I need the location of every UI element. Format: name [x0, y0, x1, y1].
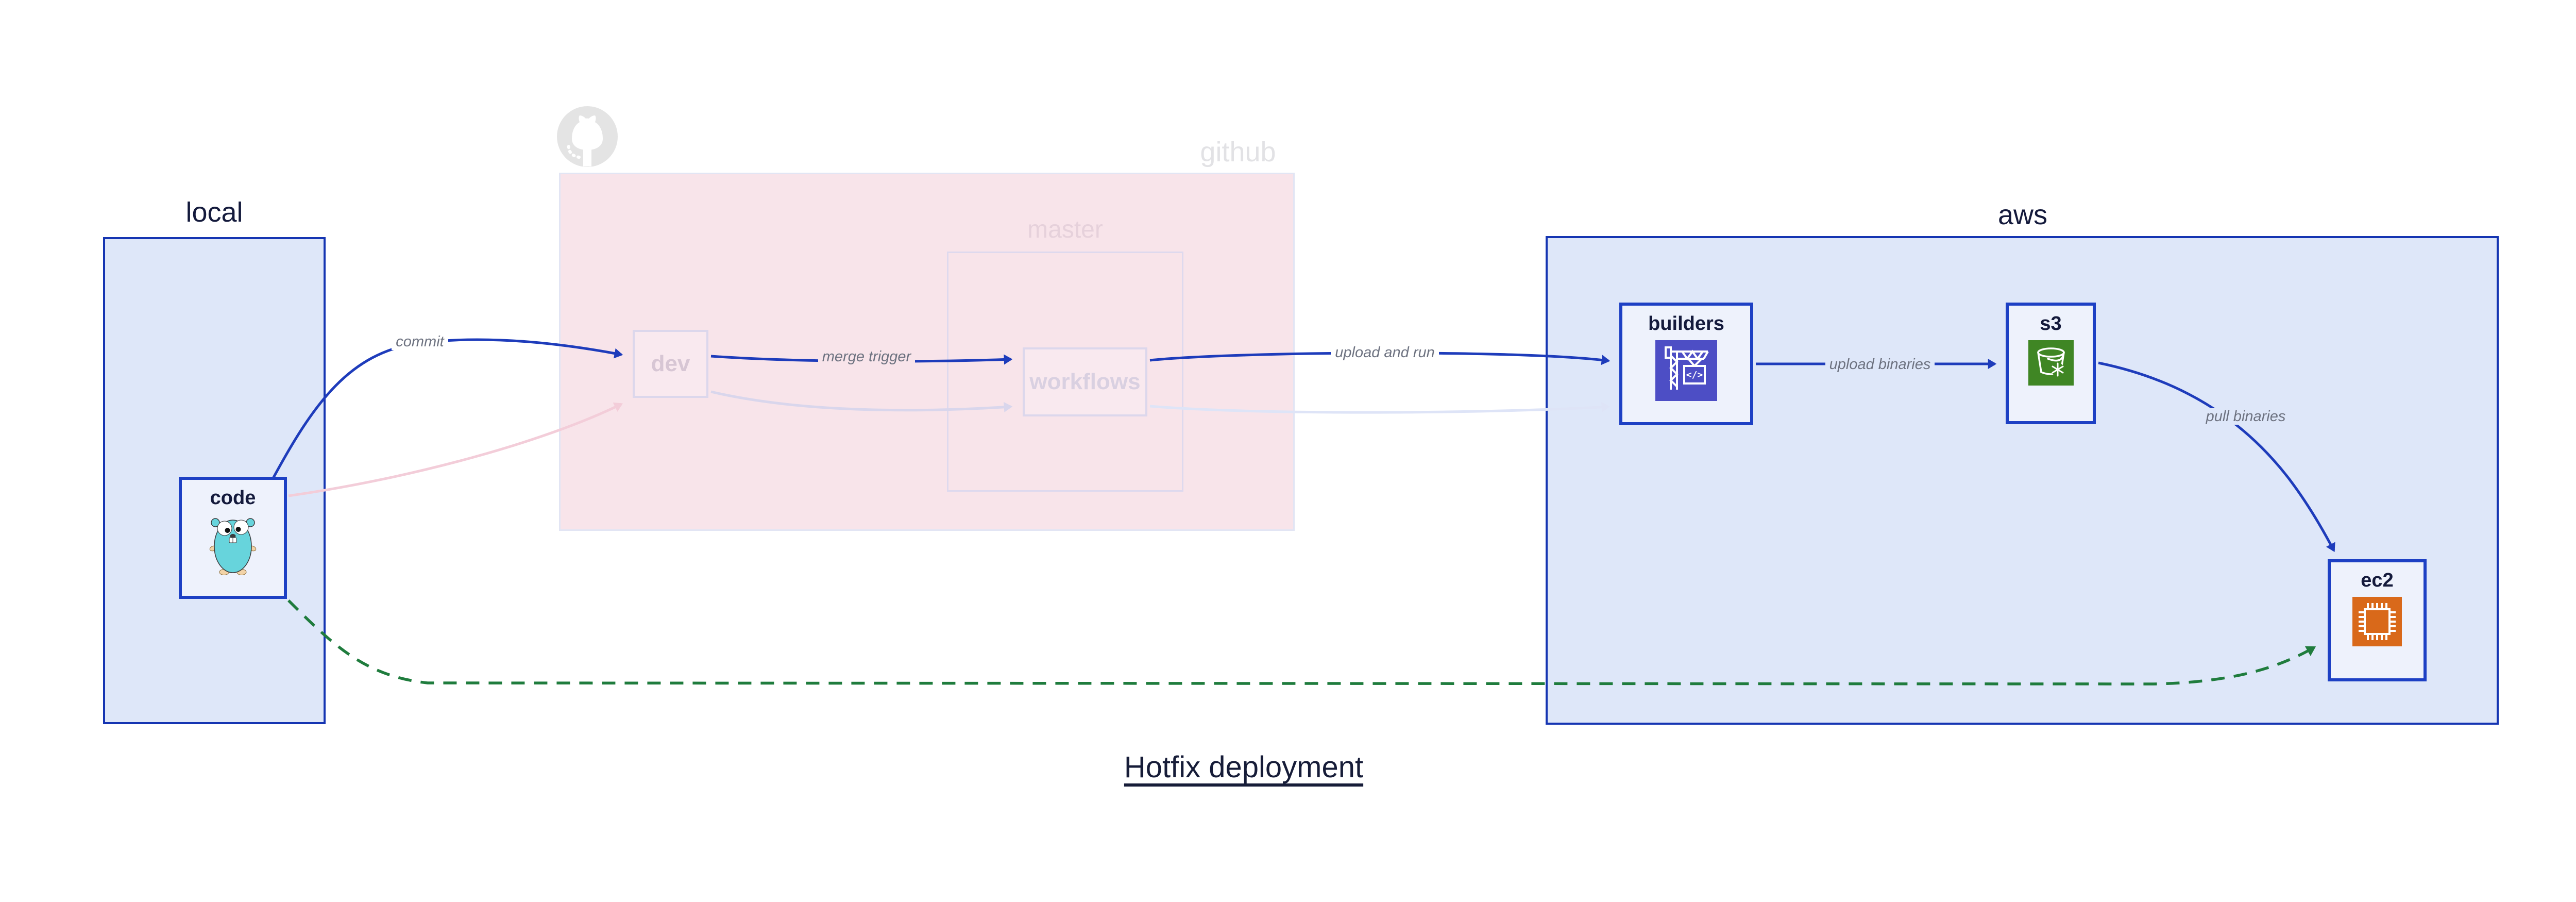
node-dev: dev — [633, 330, 708, 398]
node-builders-label: builders — [1648, 313, 1724, 335]
diagram-title: Hotfix deployment — [1124, 750, 1364, 784]
edge-label-pull-binaries: pull binaries — [2192, 405, 2300, 428]
edge-label-upload-binaries: upload binaries — [1821, 353, 1939, 376]
edge-code-to-dev-dimmed — [288, 402, 623, 497]
aws-ec2-chip-icon — [2352, 597, 2402, 649]
node-code: code — [179, 477, 287, 599]
node-ec2-label: ec2 — [2361, 570, 2394, 591]
go-gopher-icon — [207, 514, 259, 579]
local-container-label: local — [185, 197, 243, 228]
node-s3: s3 — [2006, 303, 2096, 424]
edge-workflows-to-builders-dimmed — [1149, 402, 1611, 414]
node-builders: builders </> — [1619, 303, 1753, 425]
github-octocat-logo-icon — [555, 105, 619, 169]
master-branch-container — [947, 252, 1183, 492]
edge-pull-binaries — [2098, 361, 2335, 552]
github-container-label: github — [1200, 137, 1276, 168]
node-ec2: ec2 — [2328, 559, 2427, 681]
edge-label-merge-trigger: merge trigger — [810, 345, 923, 368]
node-s3-label: s3 — [2040, 313, 2062, 335]
aws-codebuild-crane-icon: </> — [1655, 340, 1717, 404]
aws-container-label: aws — [1997, 199, 2048, 230]
aws-s3-bucket-icon — [2028, 340, 2074, 388]
node-workflows-label: workflows — [1029, 369, 1141, 394]
edge-label-upload-and-run: upload and run — [1326, 341, 1444, 364]
node-workflows: workflows — [1023, 347, 1147, 416]
node-dev-label: dev — [651, 351, 690, 376]
svg-text:</>: </> — [1686, 370, 1703, 380]
edge-dev-to-workflows-dimmed — [710, 390, 1013, 412]
edge-commit — [272, 338, 623, 479]
node-code-label: code — [210, 487, 256, 509]
edge-hotfix-dashed — [287, 599, 2316, 686]
edge-label-commit: commit — [368, 330, 471, 353]
master-branch-label: master — [1027, 216, 1103, 243]
